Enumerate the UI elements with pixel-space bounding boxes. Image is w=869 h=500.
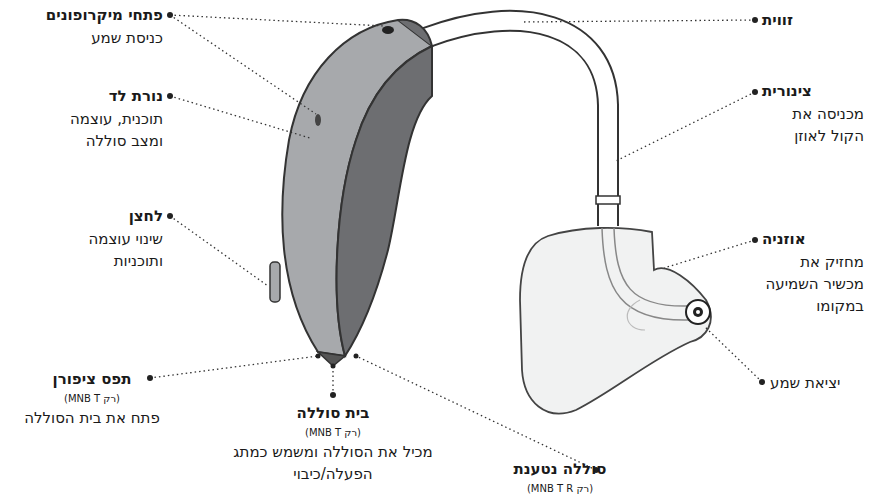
- hook-fill: [425, 21, 608, 226]
- leader-dot: [147, 375, 153, 381]
- leader-line: [170, 15, 384, 26]
- leader-dot: [167, 213, 173, 219]
- model-note: (רק MNB T): [305, 426, 361, 440]
- leader-lines: [150, 15, 762, 470]
- model-note: (רק MNB T): [64, 392, 120, 406]
- leader-dot: [759, 379, 765, 385]
- part-name: סוללה נטענת: [513, 458, 606, 480]
- tube-inner: [614, 228, 690, 306]
- leader-dot: [354, 354, 359, 359]
- leader-dot: [331, 364, 336, 369]
- sound-outlet: [686, 300, 710, 324]
- hook-outline: [425, 21, 608, 226]
- leader-dot: [167, 12, 173, 18]
- earmold: [520, 228, 711, 414]
- part-name: זווית: [762, 9, 793, 31]
- part-name: תפס ציפורן: [53, 368, 132, 390]
- leader-dot: [752, 237, 758, 243]
- part-description: מחזיק את מכשיר השמיעה במקומו: [762, 251, 864, 317]
- body-outer-shell: [282, 20, 432, 356]
- part-description: מכניסה את הקול לאוזן: [762, 103, 864, 147]
- microphone-hole: [382, 26, 394, 34]
- leader-line: [704, 326, 762, 382]
- leader-line: [170, 216, 268, 286]
- leader-line: [522, 20, 755, 22]
- leader-line: [170, 15, 316, 114]
- part-description: תוכנית, עוצמה ומצב סוללה: [58, 108, 163, 152]
- leader-dot: [330, 392, 336, 398]
- model-note: (רק MNB T R): [527, 482, 593, 496]
- part-description: כניסת שמע: [91, 27, 163, 49]
- part-description: פתח את בית הסוללה: [24, 407, 160, 429]
- part-description: שינוי עוצמה ותוכניות: [68, 228, 163, 272]
- sound-outlet: [693, 307, 703, 317]
- tube-inner: [602, 228, 690, 320]
- part-name: צינורית: [762, 80, 812, 102]
- tube-joint: [596, 196, 620, 204]
- leader-line: [150, 356, 318, 378]
- part-name: אוזניה: [762, 228, 806, 250]
- part-name: בית סוללה: [297, 402, 370, 424]
- tube-inner: [627, 300, 645, 330]
- leader-dot: [316, 354, 321, 359]
- leader-dot: [167, 93, 173, 99]
- part-name: פתחי מיקרופונים: [46, 4, 163, 26]
- leader-line: [614, 92, 755, 162]
- microphone-hole: [315, 114, 321, 126]
- leader-line: [332, 368, 333, 395]
- leader-dot: [752, 89, 758, 95]
- leader-dot: [752, 17, 758, 23]
- part-name: יציאת שמע: [770, 372, 840, 394]
- part-name: נורת לד: [109, 85, 163, 107]
- leader-line: [170, 96, 310, 138]
- leader-line: [664, 240, 755, 268]
- part-name: לחצן: [129, 205, 163, 227]
- battery-door: [318, 352, 345, 366]
- sound-outlet: [696, 310, 700, 314]
- body-inner-band: [337, 20, 432, 356]
- leader-dots: [147, 12, 765, 473]
- part-description: מכיל את הסוללה ומשמש כמתג הפעלה/כיבוי: [213, 441, 453, 485]
- push-button: [270, 262, 280, 302]
